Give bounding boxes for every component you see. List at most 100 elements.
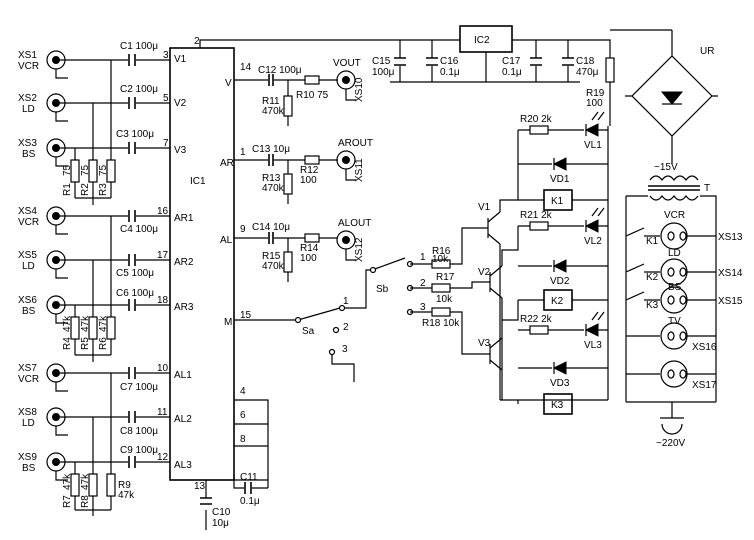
res-r8-val: 47k [80, 473, 91, 490]
jack-xs4: XS4 [18, 206, 37, 217]
contact-k2: K2 [646, 272, 659, 283]
cap-c7: C7 100μ [120, 382, 158, 393]
relay-drivers: R16 10k R17 10k R18 10k V1 V2 V3 R20 2k … [410, 111, 609, 415]
res-r13: R13 [262, 173, 281, 184]
socket-xs13: XS13 [718, 232, 743, 243]
res-r6-val: 47k [98, 315, 109, 332]
label-alout: ALOUT [338, 218, 371, 229]
label-arout: AROUT [338, 138, 373, 149]
res-r16-val: 10k [432, 254, 449, 265]
jack-xs2-src: LD [22, 104, 35, 115]
socket-xs17: XS17 [692, 380, 717, 391]
sa-pos1: 1 [343, 296, 349, 307]
jack-xs9-src: BS [22, 463, 36, 474]
led-vl2: VL2 [584, 236, 602, 247]
cap-c6: C6 100μ [116, 288, 154, 299]
jack-xs10: XS10 [354, 77, 365, 102]
sa-pos2: 2 [343, 322, 349, 333]
diode-vd3: VD3 [550, 378, 570, 389]
mains-voltage: ~220V [656, 438, 686, 449]
pin-num-18: 18 [157, 295, 169, 306]
switch-sb: Sb [376, 284, 389, 295]
ic1-label: IC1 [190, 176, 206, 187]
led-vl3: VL3 [584, 340, 602, 351]
cap-c3: C3 100μ [116, 129, 154, 140]
res-r3: R3 [98, 183, 109, 196]
jack-xs5-src: LD [22, 261, 35, 272]
cap-c18-val: 470μ [576, 67, 599, 78]
contact-k1: K1 [646, 236, 659, 247]
ic1-body [169, 47, 235, 481]
pin-num-7: 7 [163, 138, 169, 149]
relay-k1: K1 [551, 196, 564, 207]
transformer-t: T [704, 183, 710, 194]
res-r7-val: 47k [62, 473, 73, 490]
sec-voltage: ~15V [654, 162, 678, 173]
pin-label-al2: AL2 [174, 414, 192, 425]
res-r5: R5 [80, 337, 91, 350]
socket-src-tv: TV [668, 316, 681, 327]
cap-c4: C4 100μ [120, 224, 158, 235]
jack-xs7-src: VCR [18, 374, 39, 385]
cap-c14: C14 10μ [252, 222, 290, 233]
pin-num-17: 17 [157, 250, 169, 261]
ac-sockets: K1 VCR XS13 K2 LD XS14 K3 BS XS15 TV XS1… [625, 210, 743, 391]
bridge-ur: UR [700, 46, 714, 57]
cap-c17: C17 [502, 56, 521, 67]
pin-num-15: 15 [240, 310, 252, 321]
socket-src-ld: LD [668, 248, 681, 259]
cap-c2: C2 100μ [120, 84, 158, 95]
cap-c15-val: 100μ [372, 67, 395, 78]
pin-num-4: 4 [240, 386, 246, 397]
jack-xs3-src: BS [22, 149, 36, 160]
ic2-label: IC2 [474, 35, 490, 46]
jack-xs2: XS2 [18, 93, 37, 104]
cap-c11-val: 0.1μ [240, 496, 260, 507]
socket-src-bs: BS [668, 282, 682, 293]
pin-label-ar2: AR2 [174, 257, 194, 268]
input-channels: XS1 VCR XS2 LD XS3 BS XS4 VCR XS5 LD XS6… [18, 41, 170, 481]
cap-c16-val: 0.1μ [440, 67, 460, 78]
pin-num-16: 16 [157, 206, 169, 217]
cap-c10-val: 10μ [212, 518, 229, 529]
transistor-v3: V3 [478, 338, 491, 349]
socket-xs14: XS14 [718, 268, 743, 279]
cap-c17-val: 0.1μ [502, 67, 522, 78]
cap-c1: C1 100μ [120, 41, 158, 52]
res-r11: R11 [262, 96, 280, 107]
jack-xs8-src: LD [22, 418, 35, 429]
pin-num-3: 3 [163, 50, 169, 61]
jack-xs3: XS3 [18, 138, 37, 149]
contact-k3: K3 [646, 300, 659, 311]
power-supply: IC2 C15 100μ C16 0.1μ C17 0.1μ C18 470μ … [372, 25, 718, 449]
diode-vd1: VD1 [550, 174, 570, 185]
load-resistors: R1 75 R2 75 R3 75 R4 47k R5 47k R6 47k R… [62, 60, 135, 516]
res-r7: R7 [62, 495, 73, 508]
jack-xs11: XS11 [354, 158, 365, 182]
pin-label-m: M [224, 317, 232, 328]
mode-switch: Sa 1 2 3 Sb 1 2 3 [234, 252, 426, 382]
cap-c8: C8 100μ [120, 426, 158, 437]
pin-num-1: 1 [240, 147, 246, 158]
res-r8: R8 [80, 495, 91, 508]
res-r12-val: 100 [300, 175, 317, 186]
res-r17-val: 10k [436, 294, 453, 305]
res-r15: R15 [262, 251, 281, 262]
res-r19-val: 100 [586, 98, 603, 109]
socket-xs16: XS16 [692, 342, 717, 353]
res-r16: R16 [432, 246, 451, 257]
jack-xs5: XS5 [18, 250, 37, 261]
jack-xs6: XS6 [18, 295, 37, 306]
led-vl1: VL1 [584, 140, 602, 151]
cap-c15: C15 [372, 56, 391, 67]
pin-label-al3: AL3 [174, 460, 192, 471]
pin-label-al: AL [220, 235, 233, 246]
transistor-v1: V1 [478, 202, 491, 213]
label-vout: VOUT [333, 58, 361, 69]
pin-label-v3: V3 [174, 145, 187, 156]
relay-k3: K3 [551, 400, 564, 411]
res-r9: R9 [118, 480, 131, 491]
sb-pos3: 3 [420, 302, 426, 313]
